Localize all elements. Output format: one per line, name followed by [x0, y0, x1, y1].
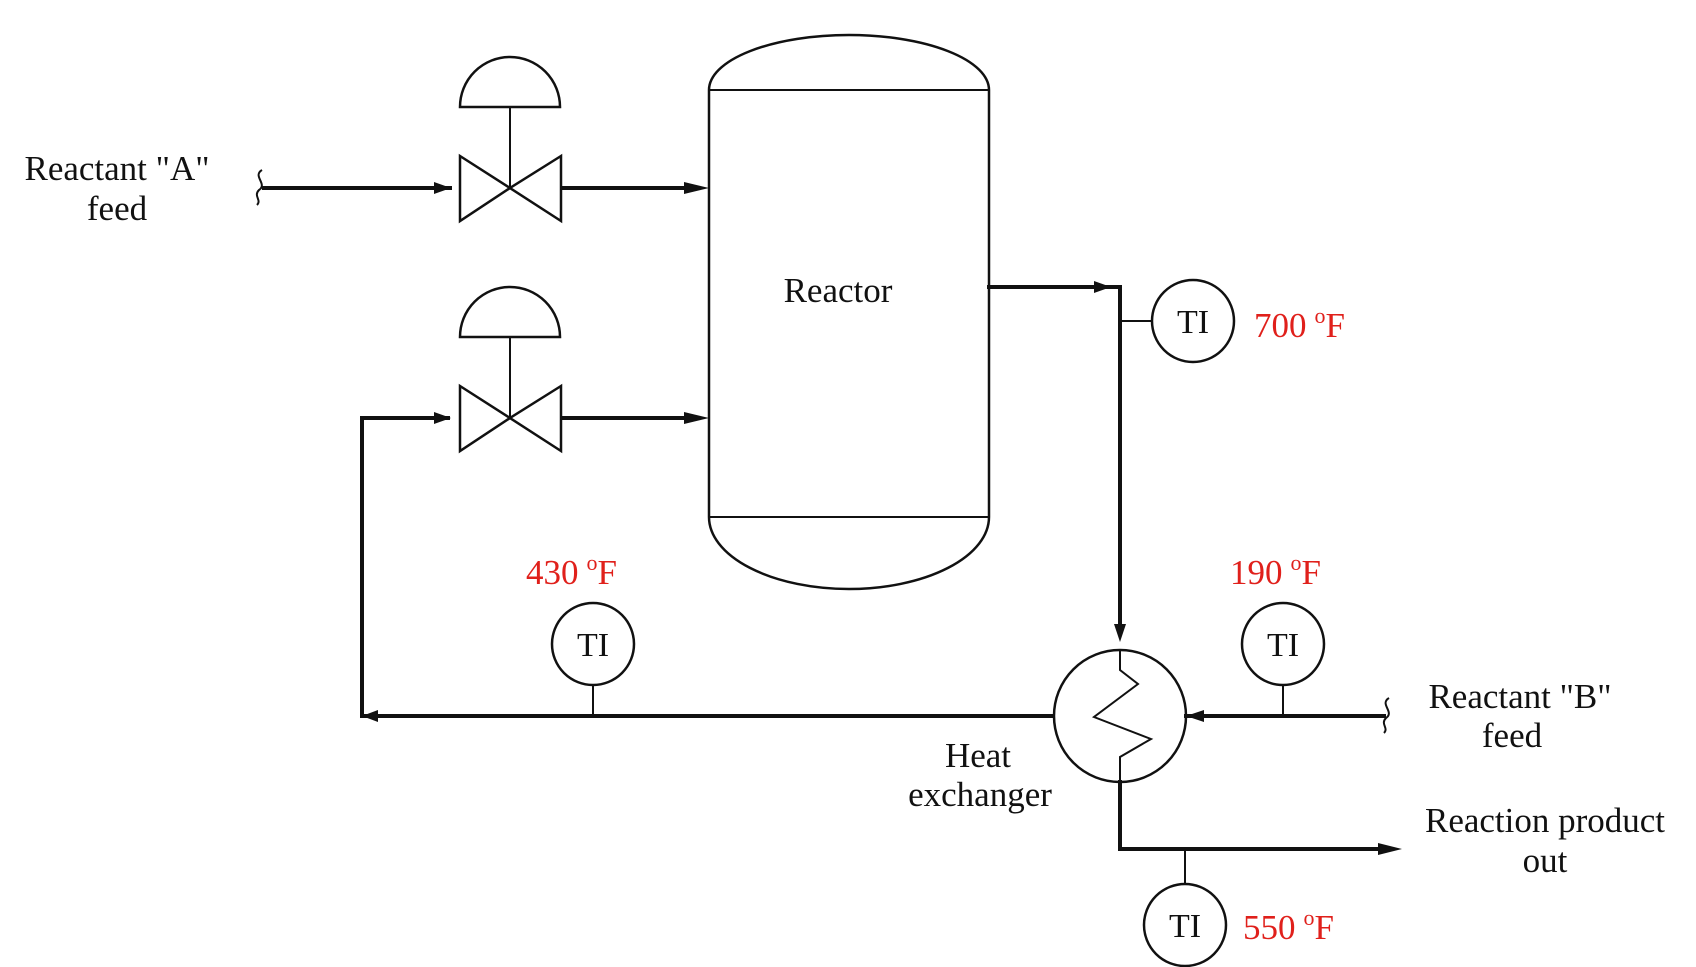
- valve-body: [507, 383, 563, 454]
- reactor-vessel: Reactor: [707, 33, 991, 591]
- product-label-line2: out: [1523, 841, 1568, 880]
- reactant-b-feed-line: Reactant "B" feed: [1184, 677, 1612, 755]
- instrument-tag: TI: [1267, 627, 1299, 664]
- arrow-head: [362, 710, 378, 722]
- valve-body: [458, 153, 513, 224]
- reactant-a-feed-line: Reactant "A" feed: [24, 149, 709, 228]
- control-valve-b: [458, 285, 563, 454]
- product-label-line1: Reaction product: [1425, 801, 1665, 840]
- heat-exchanger: Heat exchanger: [908, 648, 1188, 814]
- product-out-line: Reaction product out: [1118, 780, 1665, 880]
- break-symbol-a: [255, 169, 263, 206]
- instrument-tag: TI: [1177, 304, 1209, 341]
- control-valve-a: [458, 55, 563, 224]
- heat-exchanger-label-line2: exchanger: [908, 775, 1052, 814]
- instrument-tag: TI: [577, 627, 609, 664]
- arrow-head: [1094, 281, 1111, 293]
- reactant-b-label-line1: Reactant "B": [1428, 677, 1611, 716]
- arrow-head: [434, 182, 451, 194]
- arrow-head: [434, 412, 451, 424]
- heat-exchanger-label-line1: Heat: [945, 736, 1011, 775]
- instrument-tag: TI: [1169, 908, 1201, 945]
- reactant-b-preheated-line: [360, 412, 1058, 722]
- valve-actuator: [458, 55, 562, 109]
- arrow-head: [1186, 710, 1204, 722]
- reactant-a-label-line1: Reactant "A": [24, 149, 209, 188]
- reactor-outlet-line: [987, 281, 1155, 642]
- valve-actuator: [458, 285, 562, 339]
- reactant-b-label-line2: feed: [1482, 716, 1543, 755]
- valve-body: [458, 383, 513, 454]
- arrow-head: [1378, 843, 1402, 855]
- arrow-head: [1114, 624, 1126, 642]
- valve-body: [507, 153, 563, 224]
- heat-exchanger-coil: [1091, 650, 1154, 782]
- reactor-label: Reactor: [784, 271, 893, 310]
- arrow-head: [684, 182, 709, 194]
- break-symbol-b: [1382, 697, 1390, 734]
- reactant-a-label-line2: feed: [87, 189, 148, 228]
- arrow-head: [684, 412, 709, 424]
